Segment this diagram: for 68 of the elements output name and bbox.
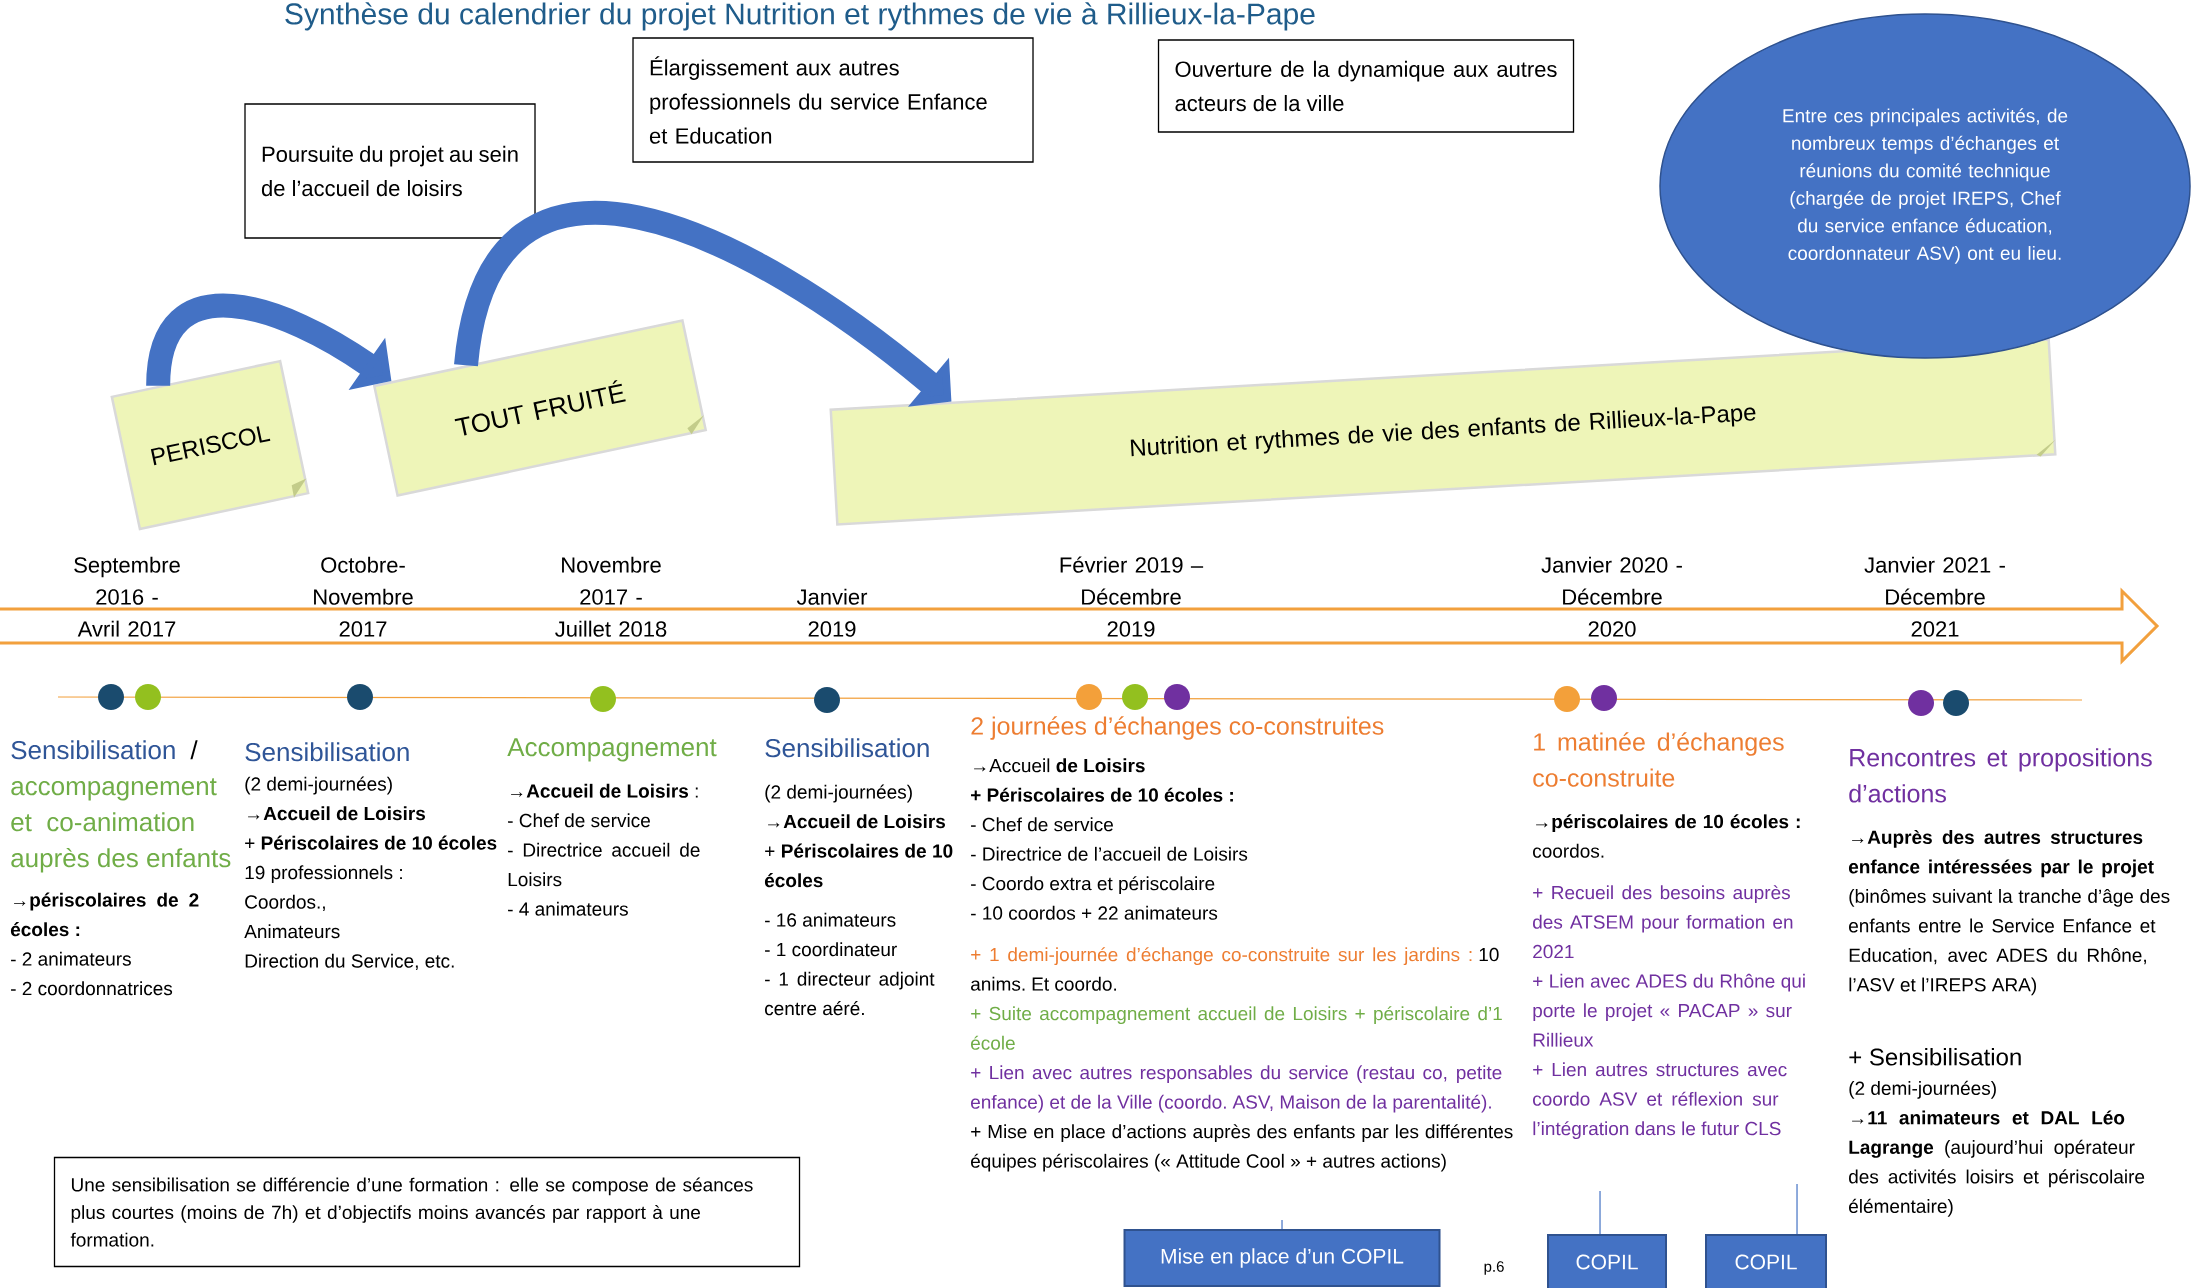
body-text: + Périscolaires de 10 écoles : [971, 787, 1233, 802]
body-text: - Directrice accueil de Loisirs [508, 842, 700, 887]
body-text: + Lien avec autres responsables du service (restau co, petite enfance) et de la Ville (coordo. ASV, Maison de la parentalité). [971, 1065, 1502, 1113]
date-label: Janvier 2020 - Décembre 2020 [1541, 556, 1682, 637]
separator-slash: / [190, 740, 198, 760]
column-heading: Sensibilisation [11, 740, 175, 760]
body-text: Direction du Service, etc. [245, 953, 454, 970]
column-heading: Accompagnement [507, 738, 717, 762]
connector-line [1796, 1183, 1798, 1235]
body-text: - Chef de service [971, 817, 1113, 832]
column-heading: 2 journées d’échanges co-construites [971, 716, 1384, 740]
body-text: →11 animateurs et DAL Léo Lagrange (aujourd’hui opérateur des activités loisirs et périscolaire élémentaire) [1849, 1110, 2145, 1217]
body-text: + Recueil des besoins auprès des ATSEM pour formation en 2021 [1533, 885, 1793, 959]
connector-line [1281, 1219, 1283, 1230]
body-text: →Accueil de Loisirs [974, 758, 1145, 773]
body-text: + 1 demi-journée d’échange co-construite sur les jardins : [971, 947, 1472, 966]
date-label: Novembre 2017 - Juillet 2018 [555, 556, 667, 637]
body-text: Animateurs [244, 924, 340, 939]
body-text: Coordos., [245, 894, 325, 911]
body-text: + Périscolaires de 10 écoles [245, 835, 497, 850]
body-text: (2 demi-journées) [765, 784, 912, 803]
body-text: - 10 coordos + 22 animateurs [971, 905, 1218, 920]
body-text: →Auprès des autres structures enfance intéressées par le projet (binômes suivant la tranche d’âge des enfants entre le Service Enfance et Education, avec ADES du Rhône, l’ASV et l’IREPS ARA) [1848, 829, 2170, 996]
title: Synthèse du calendrier du projet Nutrition et rythmes de vie à Rillieux-la-Pape [285, 2, 1315, 31]
body-text: - 1 coordinateur [765, 942, 897, 957]
banner-box: COPIL [1547, 1234, 1667, 1288]
banner-box: Mise en place d’un COPIL [1123, 1229, 1441, 1287]
text-box: Élargissement aux autres professionnels du service Enfance et Education [632, 37, 1034, 163]
body-text: + Périscolaires de 10 écoles [764, 843, 953, 888]
text-box: Poursuite du projet au sein de l’accueil de loisirs [244, 103, 536, 239]
body-text: →périscolaires de 2 écoles : [10, 892, 199, 937]
body-text: + Lien autres structures avec coordo ASV et réflexion sur l’intégration dans le futur CLS [1533, 1062, 1787, 1140]
text-box: Une sensibilisation se différencie d’une formation : elle se compose de séances plus courtes (moins de 7h) et d’objectifs moins avancés par rapport à une formation. [53, 1156, 801, 1268]
column-heading: Sensibilisation [765, 738, 929, 758]
body-text: - 16 animateurs [765, 912, 896, 927]
body-text: →Accueil de Loisirs : [511, 783, 698, 798]
banner-box: COPIL [1705, 1234, 1827, 1288]
date-label: Octobre-Novembre 2017 [314, 556, 413, 637]
body-text: - Directrice de l’accueil de Loisirs [971, 846, 1248, 861]
body-text: →Accueil de Loisirs [768, 814, 946, 829]
body-text: + Lien avec ADES du Rhône qui porte le projet « PACAP » sur Rillieux [1533, 973, 1805, 1047]
page-number: p.6 [1484, 1261, 1504, 1275]
date-label: Février 2019 – Décembre 2019 [1060, 556, 1204, 637]
body-text: 19 professionnels : [245, 865, 402, 883]
body-text: (2 demi-journées) [245, 776, 392, 795]
body-text: - 2 coordonnatrices [11, 981, 173, 996]
column-heading: Sensibilisation [245, 742, 409, 762]
column-heading: 1 matinée d’échanges co-construite [1533, 732, 1784, 787]
body-text: + Mise en place d’actions auprès des enfants par les différentes équipes périscolaires (« Attitude Cool » + autres actions) [971, 1124, 1513, 1172]
body-text: - 4 animateurs [508, 901, 628, 916]
connector-line [1599, 1190, 1601, 1235]
date-label: Janvier 2021 - Décembre 2021 [1864, 556, 2005, 637]
sticky-note: PERISCOL [110, 359, 310, 531]
body-text: - Chef de service [508, 813, 650, 828]
body-text: - Coordo extra et périscolaire [971, 876, 1215, 895]
body-text: + Suite accompagnement accueil de Loisirs + périscolaire d’1 école [971, 1006, 1502, 1050]
date-label: Septembre 2016 - Avril 2017 [74, 556, 180, 637]
date-label: Janvier 2019 [796, 588, 868, 637]
body-text: - 1 directeur adjoint centre aéré. [765, 971, 935, 1016]
sticky-note: Nutrition et rythmes de vie des enfants de Rillieux-la-Pape [829, 338, 2057, 526]
text-box: Ouverture de la dynamique aux autres acteurs de la ville [1157, 39, 1575, 133]
column-heading: Rencontres et propositions d’actions [1849, 748, 2152, 803]
body-text: (2 demi-journées) [1849, 1080, 1996, 1099]
subheading: + Sensibilisation [1849, 1047, 2021, 1066]
body-text: →périscolaires de 10 écoles : coordos. [1533, 814, 1800, 858]
body-text: - 2 animateurs [11, 951, 131, 966]
body-text: →Accueil de Loisirs [248, 806, 426, 821]
column-heading: accompagnement et co-animation auprès des enfants [11, 778, 231, 873]
